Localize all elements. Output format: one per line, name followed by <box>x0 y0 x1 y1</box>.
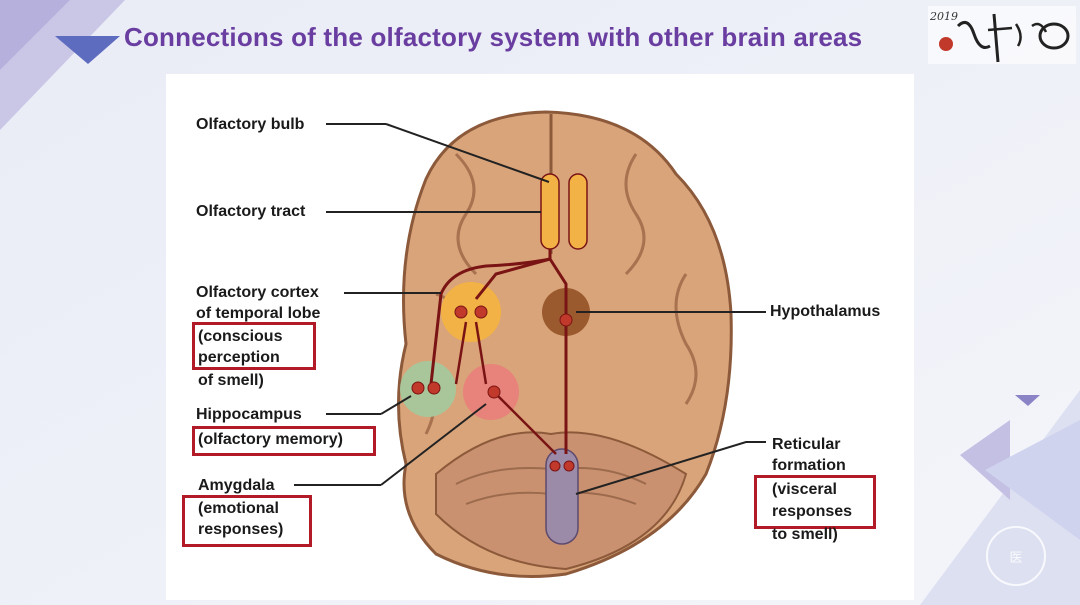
watermark-icon: 医 <box>986 526 1046 586</box>
label-reticular-note-1: (visceral <box>772 481 837 498</box>
label-olfactory-bulb: Olfactory bulb <box>196 116 305 133</box>
label-amygdala: Amygdala <box>198 477 275 494</box>
label-reticular-formation-line2: formation <box>772 457 846 474</box>
label-olfactory-cortex-line2: of temporal lobe <box>196 305 321 322</box>
highlight-box-hippocampus <box>192 426 376 456</box>
label-hypothalamus: Hypothalamus <box>770 303 881 320</box>
highlight-box-cortex <box>192 322 316 370</box>
brain-diagram-illustration <box>294 110 766 578</box>
label-reticular-note-2: responses <box>772 503 853 520</box>
label-cortex-note-1: (conscious <box>198 328 283 345</box>
label-amygdala-note-1: (emotional <box>198 500 279 517</box>
label-olfactory-cortex: Olfactory cortex <box>196 284 319 301</box>
highlight-box-amygdala <box>182 495 312 547</box>
logo-year: 2019 <box>930 10 958 23</box>
label-reticular-note-3: to smell) <box>772 526 838 543</box>
label-hippocampus: Hippocampus <box>196 406 302 423</box>
label-olfactory-tract: Olfactory tract <box>196 203 306 220</box>
label-amygdala-note-2: responses) <box>198 521 284 538</box>
logo: 2019 <box>928 6 1076 64</box>
label-cortex-note-3: of smell) <box>198 372 264 389</box>
label-cortex-note-2: perception <box>198 349 280 366</box>
highlight-box-reticular <box>754 475 876 529</box>
label-reticular-formation: Reticular <box>772 436 841 453</box>
label-hippocampus-note: (olfactory memory) <box>198 431 343 448</box>
brain-diagram-figure: Olfactory bulb Olfactory tract Olfactory… <box>166 74 914 600</box>
slide-title: Connections of the olfactory system with… <box>124 22 863 52</box>
logo-calligraphy-icon <box>928 6 1076 64</box>
